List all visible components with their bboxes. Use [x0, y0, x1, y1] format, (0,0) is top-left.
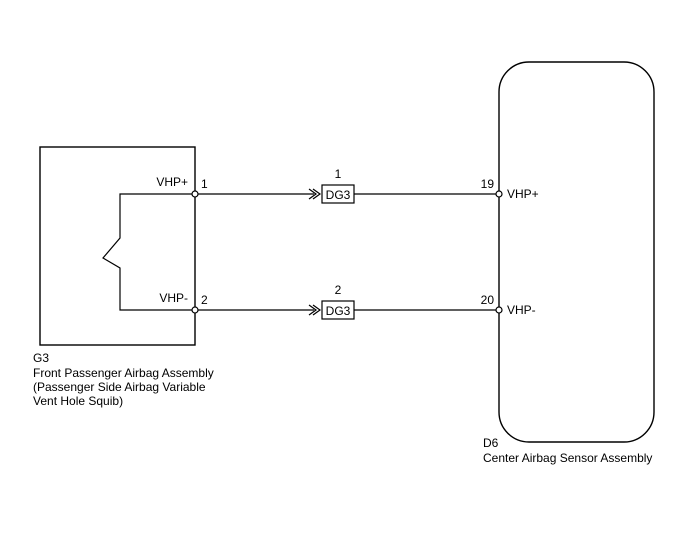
g3-name-line1: Front Passenger Airbag Assembly	[33, 366, 214, 380]
d6-name-label: Center Airbag Sensor Assembly	[483, 451, 652, 465]
connector-arrow-lower-2	[312, 304, 322, 316]
front-passenger-airbag-assembly-box	[39, 146, 196, 346]
d6-code-label: D6	[483, 436, 499, 450]
g3-name-line2: (Passenger Side Airbag Variable	[33, 380, 206, 394]
terminal-g3-pin2	[191, 306, 199, 314]
connector-upper-name-label: DG3	[326, 188, 351, 202]
connector-lower-pin-label: 2	[335, 283, 342, 297]
d6-pin19-signal-label: VHP+	[507, 187, 539, 201]
d6-pin19-number-label: 19	[481, 177, 495, 191]
g3-pin1-signal-label: VHP+	[156, 175, 188, 189]
g3-pin1-number-label: 1	[201, 177, 208, 191]
connector-arrow-upper-2	[312, 188, 322, 200]
squib-symbol	[102, 193, 195, 311]
g3-pin2-number-label: 2	[201, 293, 208, 307]
connector-lower-name-label: DG3	[326, 304, 351, 318]
terminal-d6-pin19	[495, 190, 503, 198]
d6-pin20-number-label: 20	[481, 293, 495, 307]
center-airbag-sensor-assembly-box	[498, 61, 655, 443]
g3-name-line3: Vent Hole Squib)	[33, 394, 123, 408]
connector-arrow-lower	[308, 304, 318, 316]
connector-upper-pin-label: 1	[335, 167, 342, 181]
g3-pin2-signal-label: VHP-	[159, 291, 188, 305]
terminal-d6-pin20	[495, 306, 503, 314]
connector-arrow-upper	[308, 188, 318, 200]
d6-pin20-signal-label: VHP-	[507, 303, 536, 317]
terminal-g3-pin1	[191, 190, 199, 198]
g3-code-label: G3	[33, 351, 49, 365]
